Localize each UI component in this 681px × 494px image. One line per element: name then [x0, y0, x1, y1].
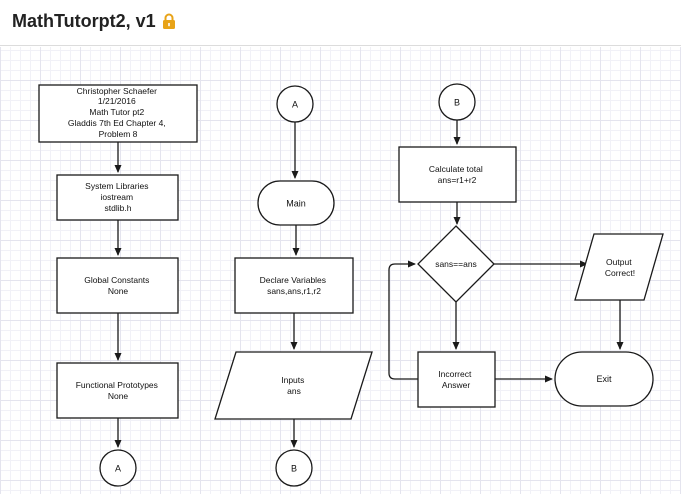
inputs-line: Inputs — [281, 375, 304, 385]
title-bar: MathTutorpt2, v1 — [0, 0, 681, 46]
svg-text:Christopher Schaefer 1/2: Christopher Schaefer 1/21/2016 Math Tuto… — [68, 86, 168, 139]
declare-variables-line: Declare Variables — [260, 275, 326, 285]
document-title[interactable]: MathTutorpt2, v1 — [12, 11, 156, 31]
calculate-total-line: ans=r1+r2 — [438, 175, 477, 185]
system-libraries-line: System Libraries — [85, 181, 148, 191]
system-libraries-line: iostream — [101, 192, 134, 202]
output-correct-line: Correct! — [605, 268, 635, 278]
svg-text:Calculate total ans=r1+r: Calculate total ans=r1+r2 — [429, 164, 485, 185]
svg-text:System Libraries iostrea: System Libraries iostream stdlib.h — [85, 181, 151, 213]
exit-label: Exit — [596, 374, 612, 384]
header-block-node[interactable]: Christopher Schaefer 1/21/2016 Math Tuto… — [38, 84, 198, 143]
system-libraries-node[interactable]: System Libraries iostream stdlib.h — [56, 174, 179, 221]
global-constants-line: Global Constants — [84, 275, 149, 285]
lock-icon[interactable] — [162, 13, 176, 30]
connector-b-top-label: B — [454, 98, 460, 108]
header-block-line: 1/21/2016 — [98, 96, 136, 106]
connector-a-top-node[interactable]: A — [276, 85, 314, 123]
header-block-line: Problem 8 — [99, 129, 138, 139]
svg-text:Inputs ans: Inputs ans — [281, 375, 307, 396]
svg-text:Incorrect Answer: Incorrect Answer — [438, 369, 473, 390]
main-label: Main — [286, 199, 306, 209]
header-block-line: Gladdis 7th Ed Chapter 4, — [68, 118, 166, 128]
connector-a-bottom-label: A — [115, 464, 121, 474]
svg-text:Declare Variables sans,a: Declare Variables sans,ans,r1,r2 — [260, 275, 329, 296]
main-node[interactable]: Main — [257, 180, 335, 226]
incorrect-answer-line: Answer — [442, 380, 471, 390]
calculate-total-node[interactable]: Calculate total ans=r1+r2 — [398, 146, 517, 203]
svg-text:Global Constants None: Global Constants None — [84, 275, 152, 296]
calculate-total-line: Calculate total — [429, 164, 483, 174]
inputs-node[interactable]: Inputs ans — [214, 351, 373, 420]
declare-variables-line: sans,ans,r1,r2 — [267, 286, 321, 296]
connector-b-top-node[interactable]: B — [438, 83, 476, 121]
svg-text:Functional Prototypes No: Functional Prototypes None — [76, 380, 161, 401]
output-correct-node[interactable]: Output Correct! — [574, 233, 664, 301]
connector-a-bottom-node[interactable]: A — [99, 449, 137, 487]
header-block-line: Christopher Schaefer — [77, 86, 157, 96]
system-libraries-line: stdlib.h — [105, 203, 132, 213]
global-constants-node[interactable]: Global Constants None — [56, 257, 179, 314]
header-block-line: Math Tutor pt2 — [89, 107, 144, 117]
connector-b-bottom-label: B — [291, 464, 297, 474]
connector-a-top-label: A — [292, 100, 298, 110]
incorrect-answer-node[interactable]: Incorrect Answer — [417, 351, 496, 408]
exit-node[interactable]: Exit — [554, 351, 654, 407]
declare-variables-node[interactable]: Declare Variables sans,ans,r1,r2 — [234, 257, 354, 314]
edge-loop-incorrect-to-decision — [388, 260, 418, 380]
global-constants-line: None — [108, 286, 129, 296]
functional-prototypes-line: Functional Prototypes — [76, 380, 158, 390]
connector-b-bottom-node[interactable]: B — [275, 449, 313, 487]
functional-prototypes-node[interactable]: Functional Prototypes None — [56, 362, 179, 419]
incorrect-answer-line: Incorrect — [438, 369, 472, 379]
functional-prototypes-line: None — [108, 391, 129, 401]
output-correct-line: Output — [606, 257, 632, 267]
inputs-line: ans — [287, 386, 301, 396]
svg-text:Output Correct!: Output Correct! — [605, 257, 635, 278]
document-title-group: MathTutorpt2, v1 — [12, 11, 176, 32]
decision-node[interactable]: sans==ans — [417, 225, 495, 303]
decision-label: sans==ans — [435, 259, 477, 269]
